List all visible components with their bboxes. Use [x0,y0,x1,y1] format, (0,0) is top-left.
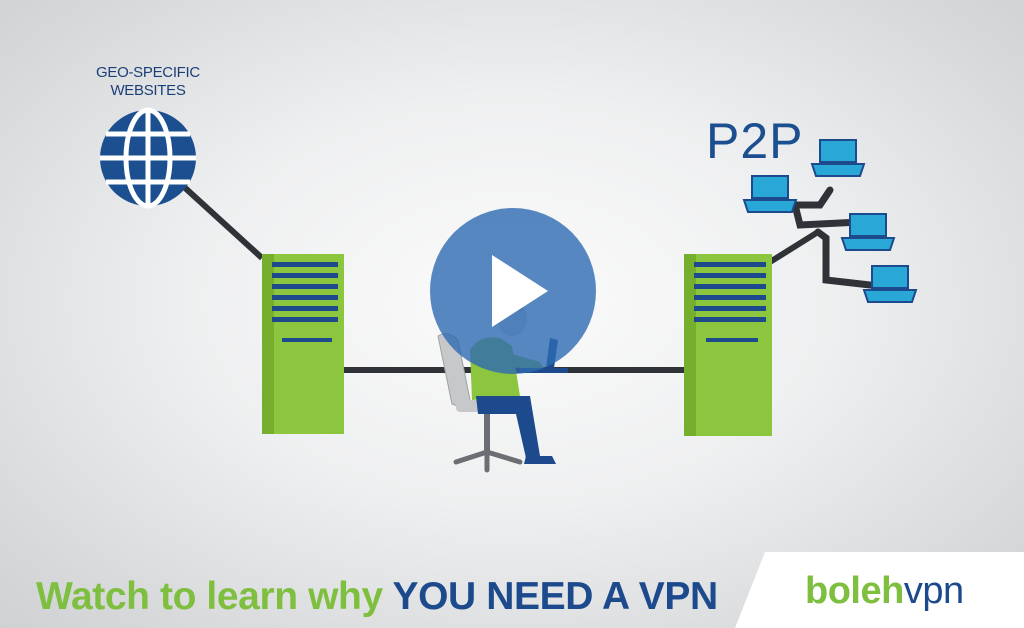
play-button[interactable] [430,208,596,374]
bolehvpn-logo: bolehvpn [805,570,964,613]
p2p-tree-lines [791,186,874,289]
globe-icon [100,107,196,209]
server-icon-left [262,254,344,434]
laptop-icon-1 [742,175,798,213]
laptop-icon-4 [862,265,918,303]
laptop-icon-2 [810,139,866,177]
laptop-icon-3 [840,213,896,251]
logo-part2: vpn [903,570,964,612]
geo-label-line2: WEBSITES [110,82,186,99]
p2p-label: P2P [706,113,804,169]
logo-banner: bolehvpn [735,552,1024,628]
caption-part1: Watch to learn why [36,575,393,618]
logo-part1: boleh [805,570,904,612]
server-icon-right [684,254,772,436]
caption-part2: YOU NEED A VPN [392,575,718,618]
play-icon [492,255,548,327]
geo-specific-websites-label: GEO-SPECIFIC WEBSITES [68,64,228,100]
geo-label-line1: GEO-SPECIFIC [96,64,200,81]
caption-headline: Watch to learn why YOU NEED A VPN [36,572,718,622]
